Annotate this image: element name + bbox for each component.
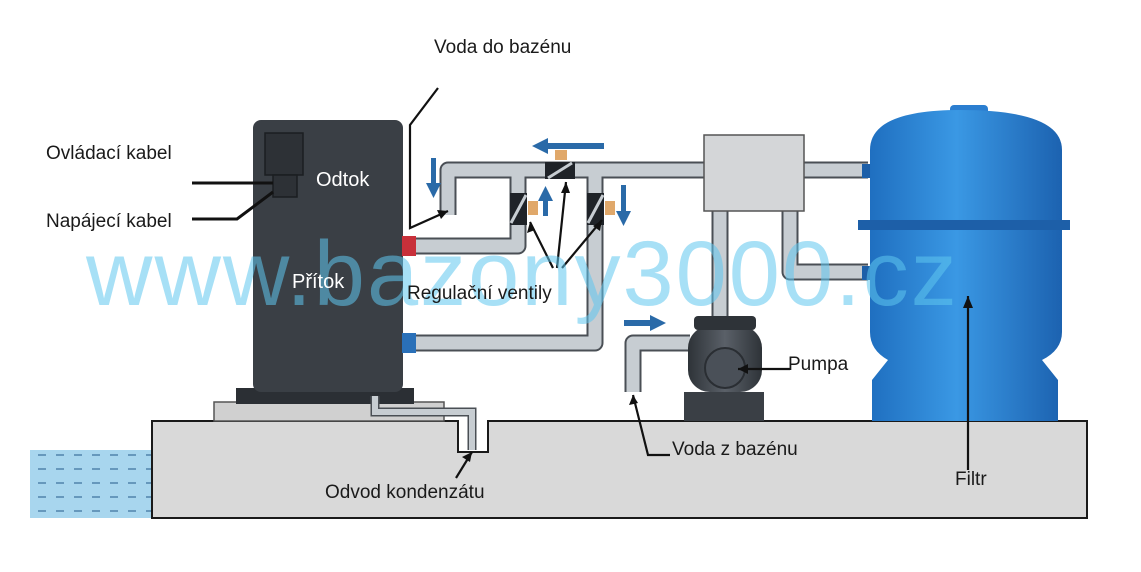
regulating-valve-right [586, 193, 615, 225]
pool-water [30, 450, 152, 518]
power-cable [192, 190, 274, 221]
concrete-slab [151, 420, 1088, 519]
label-pritok: Přítok [292, 271, 345, 293]
label-odtok: Odtok [316, 169, 370, 191]
outlet-connector [402, 236, 416, 256]
leader-voda-z-bazenu [631, 394, 670, 457]
callout-arrowheads [437, 182, 973, 462]
inlet-connector [402, 333, 416, 353]
flow-arrow-down-right [616, 185, 631, 226]
label-regulacni-ventily: Regulační ventily [407, 283, 552, 304]
control-box [264, 132, 304, 176]
regulating-valve-left [509, 193, 538, 225]
flow-arrow-up-mid [538, 186, 553, 216]
cable-port [272, 174, 298, 198]
leader-valve-right [561, 219, 603, 269]
flow-arrows [426, 138, 666, 331]
watermark: www.bazony3000.cz [86, 223, 959, 325]
label-voda-do-bazenu: Voda do bazénu [434, 37, 572, 58]
leader-valve-top [555, 181, 568, 269]
label-odvod-kondenzatu: Odvod kondenzátu [325, 482, 485, 503]
label-napajeci-kabel: Napájecí kabel [46, 211, 172, 232]
filter-tank [858, 105, 1070, 421]
leader-voda-do-bazenu [408, 87, 449, 230]
manifold-box [703, 134, 805, 212]
regulating-valve-top [545, 150, 575, 180]
label-ovladaci-kabel: Ovládací kabel [46, 143, 172, 164]
flow-arrow-right-pump [624, 315, 666, 331]
flow-arrow-left-top [532, 138, 604, 154]
label-voda-z-bazenu: Voda z bazénu [672, 439, 798, 460]
label-pumpa: Pumpa [788, 354, 849, 375]
label-filtr: Filtr [955, 469, 987, 490]
flow-arrow-down-left [426, 158, 441, 198]
pump [684, 316, 764, 421]
